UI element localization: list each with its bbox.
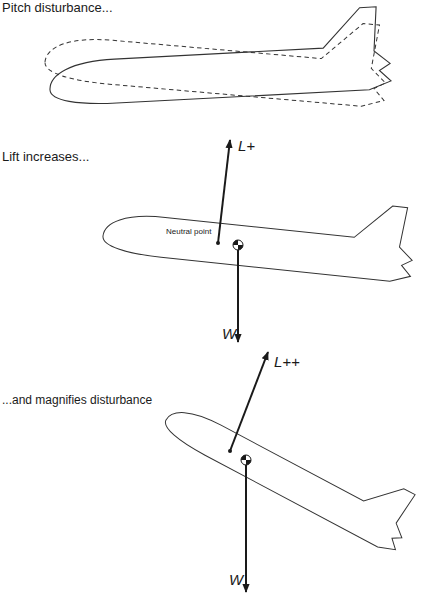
- panel-caption: ...and magnifies disturbance: [2, 394, 152, 407]
- neutral-point-dot: [228, 449, 232, 453]
- aircraft-outline: [160, 375, 423, 555]
- cg-symbol: [241, 455, 251, 465]
- cg-symbol: [233, 240, 243, 250]
- weight-arrow: [245, 460, 247, 592]
- lift-arrow: [218, 140, 230, 243]
- force-label: W: [222, 326, 236, 343]
- aircraft-outline: [47, 6, 392, 106]
- panel-caption: Lift increases...: [2, 150, 89, 164]
- disturbed-aircraft-dashed: [44, 0, 391, 108]
- lift-arrow: [230, 352, 268, 451]
- neutral-point-dot: [216, 241, 220, 245]
- force-label: W: [229, 572, 243, 589]
- panel-caption: Pitch disturbance...: [2, 1, 113, 15]
- force-label: L++: [274, 354, 300, 371]
- weight-arrow: [237, 245, 239, 342]
- force-label: L+: [238, 138, 255, 155]
- point-label: Neutral point: [166, 228, 211, 237]
- aircraft-outline: [101, 176, 417, 283]
